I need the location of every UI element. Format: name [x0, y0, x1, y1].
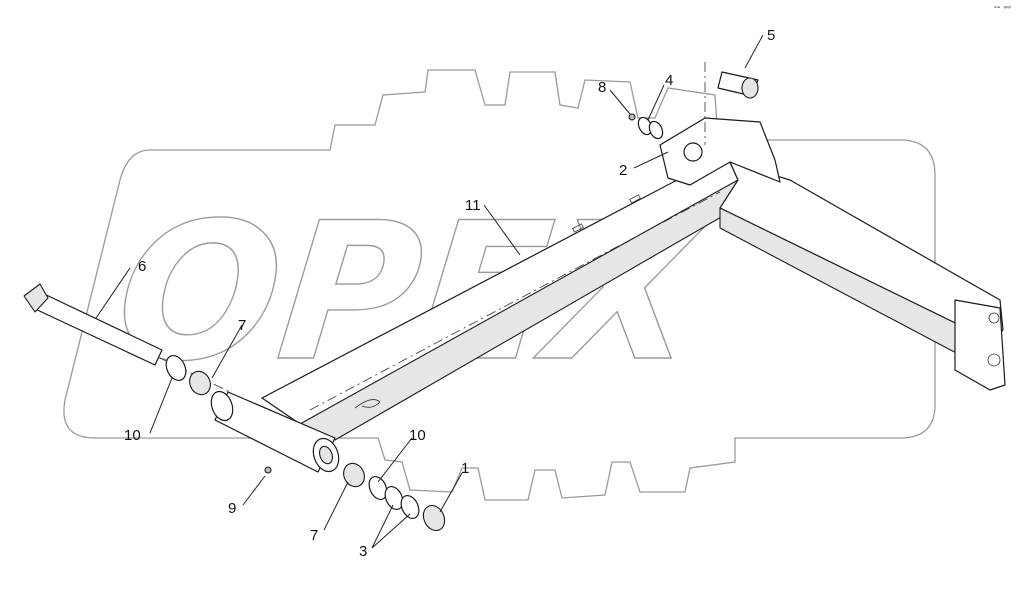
callout-9: 9: [228, 500, 236, 517]
corner-mark: ⊶ ∞∞: [994, 4, 1011, 11]
leader-2: [633, 151, 669, 169]
watermark-gear: [63, 69, 936, 501]
tube-housing: [210, 390, 340, 473]
ring-10-left: [165, 355, 187, 381]
pin-part-5: [704, 62, 759, 145]
tube-end-left: [210, 390, 234, 422]
frame-slot-2: [629, 194, 641, 204]
leader-lines: [95, 34, 764, 549]
end-plate-hole-top: [988, 312, 1000, 324]
callout-3: 3: [359, 543, 367, 560]
grease-nipple-8: [628, 113, 636, 121]
frame-centerline: [309, 191, 721, 411]
frame-slot-1: [572, 223, 584, 233]
tube-bore: [319, 445, 333, 465]
pin-part-6: [23, 283, 231, 393]
main-frame-part: [261, 117, 1006, 441]
leader-8: [609, 89, 631, 115]
pin-head: [23, 283, 49, 313]
frame-pivot-bracket: [659, 117, 781, 186]
ring-10-right: [368, 476, 388, 500]
callout-1: 1: [461, 460, 469, 477]
callout-11: 11: [465, 197, 481, 214]
ring-4-b: [648, 120, 664, 140]
frame-hook: [354, 399, 381, 409]
frame-end-plate: [954, 299, 1006, 391]
leader-4: [647, 84, 665, 121]
callout-labels: 1 2 3 4 5 6 7 7 8 9 10 10 11: [124, 27, 775, 560]
leader-9: [242, 475, 266, 506]
bushing-7-left: [189, 370, 211, 396]
washer-3a: [384, 486, 404, 510]
leader-6: [95, 267, 131, 319]
callout-8: 8: [598, 79, 606, 96]
pivot-hole: [683, 142, 703, 162]
callout-4: 4: [665, 72, 673, 89]
small-parts: [165, 113, 664, 532]
leader-10a: [149, 377, 173, 434]
cap-1: [422, 504, 446, 532]
leader-11: [483, 204, 521, 256]
leader-3: [371, 504, 411, 549]
callout-10a: 10: [124, 427, 141, 444]
callout-7b: 7: [310, 527, 318, 544]
callout-2: 2: [619, 162, 627, 179]
callout-5: 5: [767, 27, 775, 44]
washer-3b: [400, 495, 420, 519]
leader-1: [439, 472, 463, 513]
pin5-head: [741, 77, 759, 99]
end-plate-hole-bottom: [987, 353, 1001, 367]
bushing-7-right: [343, 462, 365, 488]
leader-5: [744, 34, 764, 69]
callout-7a: 7: [238, 317, 246, 334]
leader-7a: [211, 324, 243, 379]
leader-7b: [323, 481, 349, 531]
callout-10b: 10: [409, 427, 426, 444]
grease-nipple-9: [264, 466, 272, 474]
pin-axis: [159, 357, 231, 393]
callout-6: 6: [138, 258, 146, 275]
leader-10b: [377, 437, 413, 483]
